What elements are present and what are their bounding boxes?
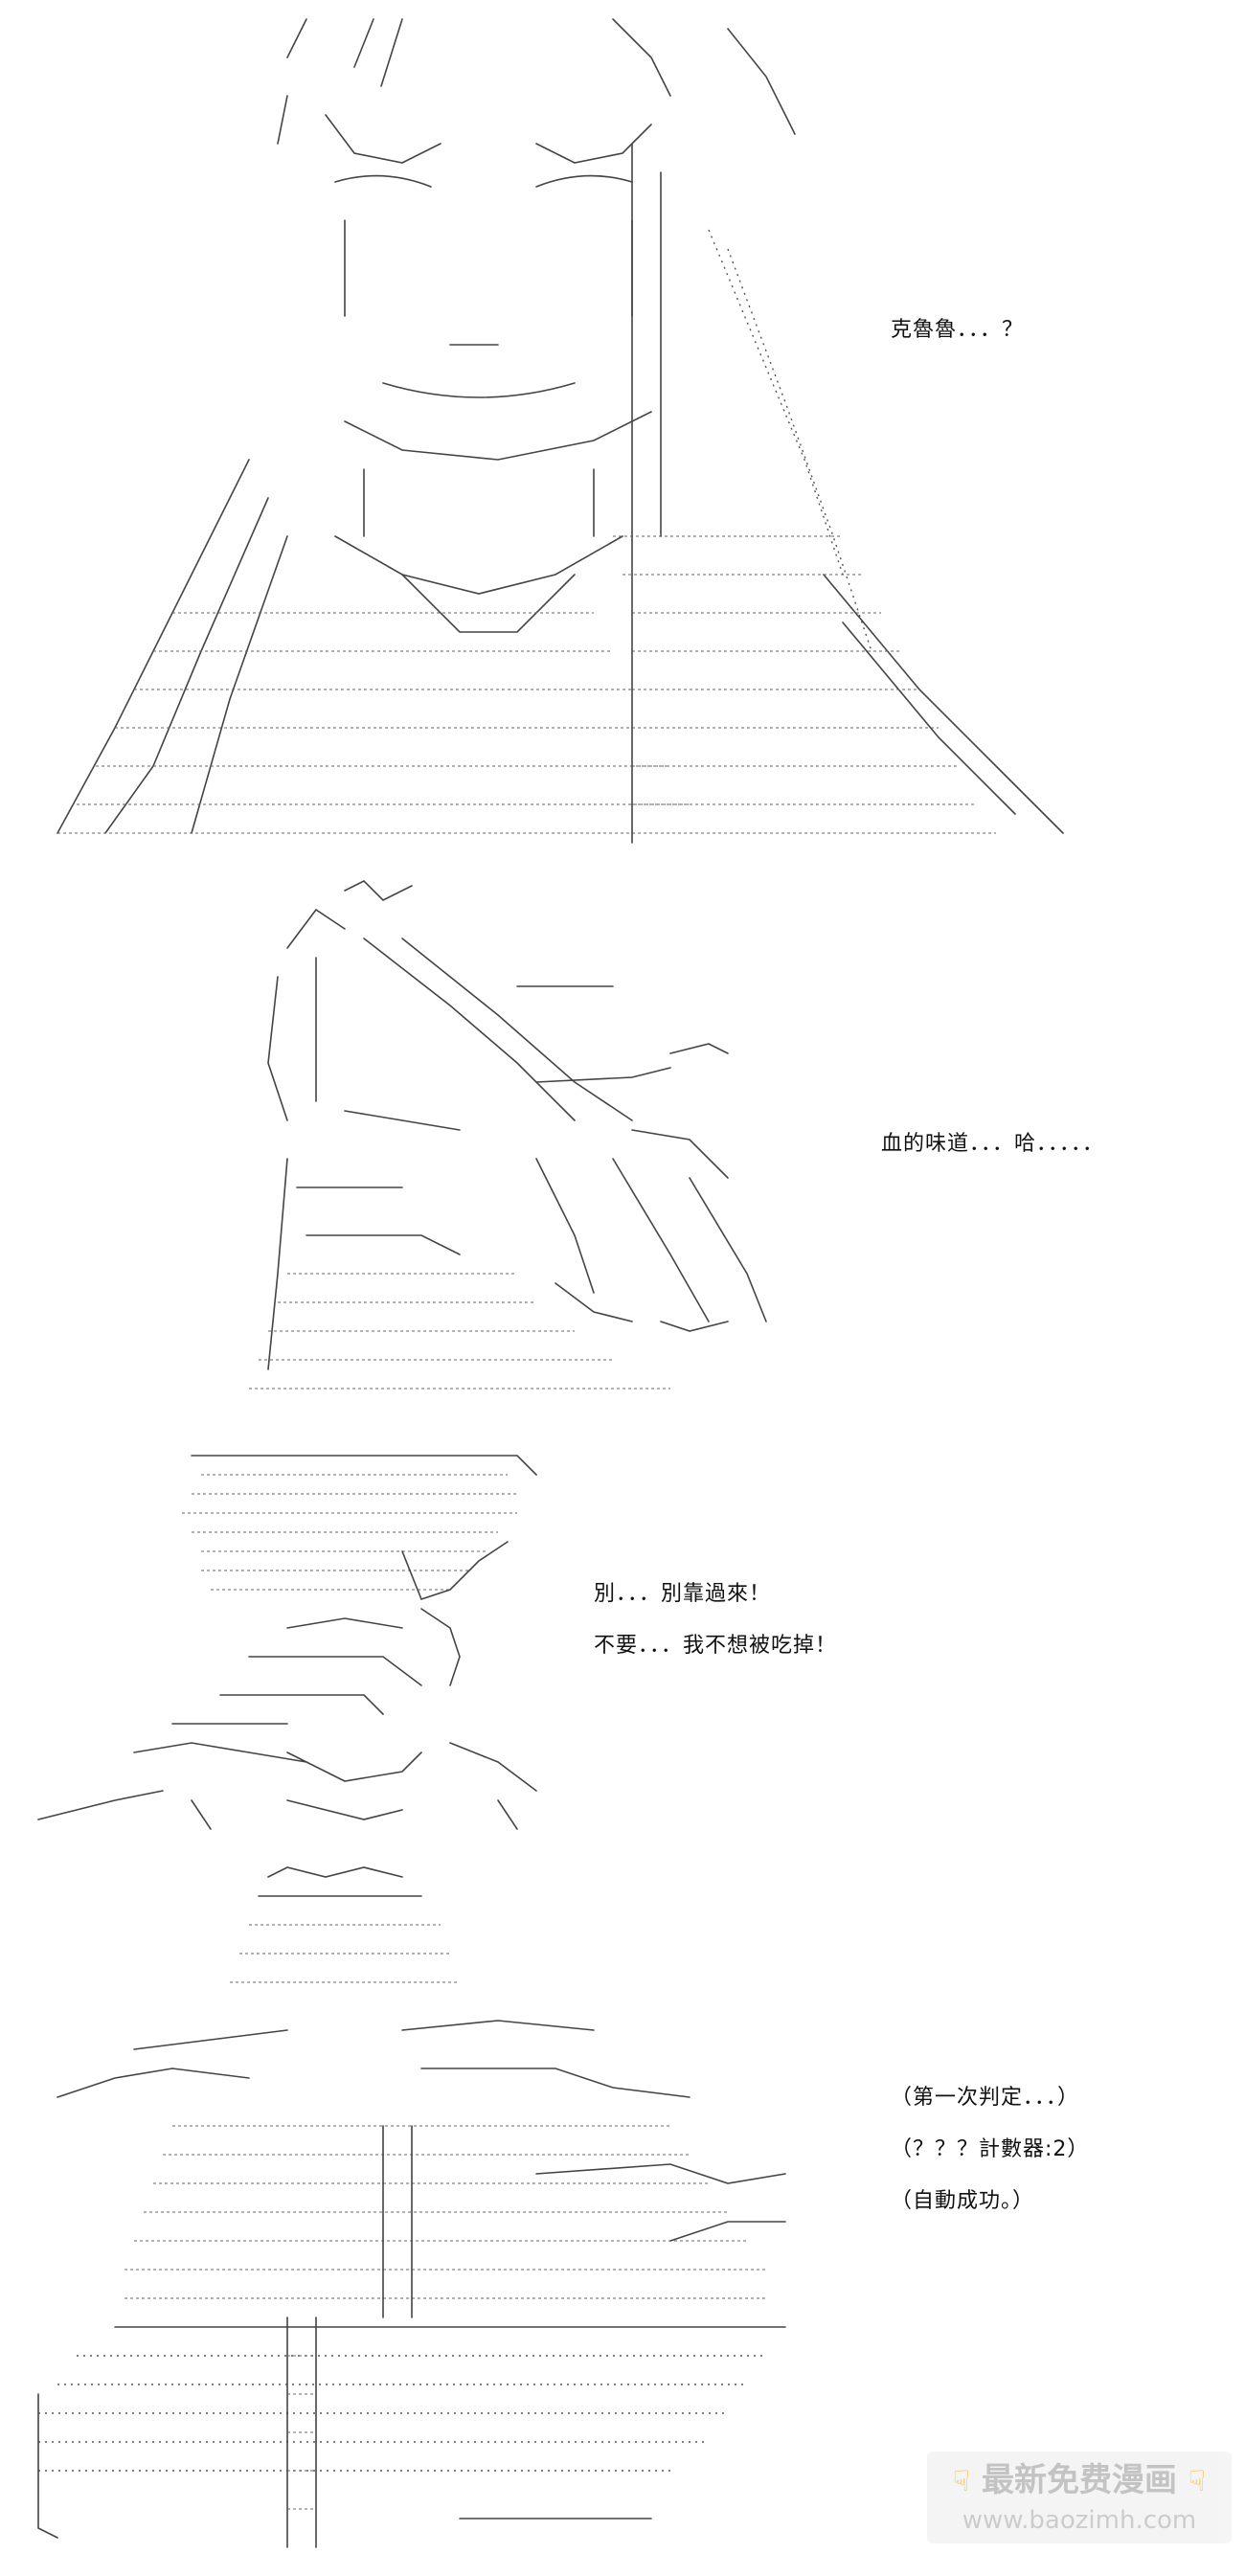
panel-1: 克魯魯．．．？	[0, 0, 1245, 862]
pointing-hand-icon: ☟	[1188, 2465, 1207, 2498]
watermark-url: www.baozimh.com	[962, 2506, 1197, 2535]
dialogue-line: （？？？計數器:2）	[891, 2137, 1090, 2161]
dialogue-line: （自動成功。）	[891, 2189, 1035, 2213]
panel-1-ascii-art	[57, 18, 1064, 844]
panel-4-dialogue: （第一次判定．．．） （？？？計數器:2） （自動成功。）	[891, 2084, 1089, 2239]
panel-1-dialogue: 克魯魯．．．？	[891, 316, 1024, 368]
dialogue-line: 克魯魯．．．？	[891, 318, 1025, 342]
panel-4-ascii-art	[37, 1866, 786, 2548]
dialogue-line: 血的味道．．．哈．．．．．	[881, 1132, 1105, 1156]
watermark-title: ☟ 最新免费漫画 ☟	[927, 2459, 1232, 2503]
panel-4: （第一次判定．．．） （？？？計數器:2） （自動成功。）	[0, 1858, 1245, 2566]
panel-2: 血的味道．．．哈．．．．．	[0, 871, 1245, 1427]
watermark-title-text: 最新免费漫画	[982, 2461, 1177, 2499]
panel-3-ascii-art	[37, 1455, 537, 1830]
dialogue-line: 不要．．．我不想被吃掉！	[594, 1634, 838, 1658]
dialogue-line: 別．．．別靠過來！	[594, 1582, 772, 1606]
dialogue-line: （第一次判定．．．）	[891, 2086, 1080, 2110]
watermark: ☟ 最新免费漫画 ☟ www.baozimh.com	[927, 2452, 1232, 2543]
panel-3-dialogue: 別．．．別靠過來！ 不要．．．我不想被吃掉！	[594, 1580, 837, 1683]
pointing-hand-icon: ☟	[952, 2465, 971, 2498]
panel-2-ascii-art	[249, 880, 767, 1390]
panel-2-dialogue: 血的味道．．．哈．．．．．	[881, 1130, 1104, 1182]
panel-3: 別．．．別靠過來！ 不要．．．我不想被吃掉！	[0, 1436, 1245, 1839]
